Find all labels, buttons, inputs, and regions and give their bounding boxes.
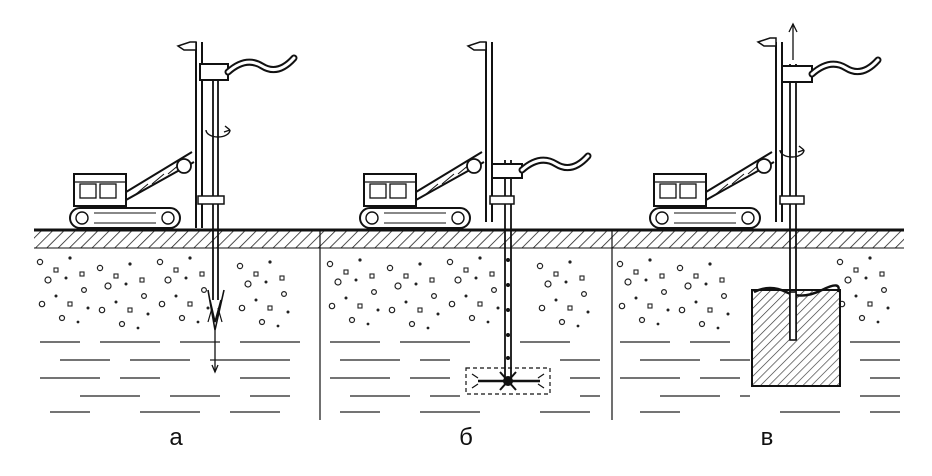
ground-surface	[34, 228, 904, 249]
crawler-base-a	[69, 151, 195, 229]
panel-a	[69, 41, 294, 374]
panel-label-b: б	[459, 424, 473, 451]
panel-label-a: а	[169, 424, 183, 451]
panel-c	[649, 22, 878, 387]
panel-b	[359, 41, 588, 395]
panel-dividers	[319, 230, 613, 420]
crawler-base-c	[649, 151, 775, 229]
crawler-base-b	[359, 151, 485, 229]
panel-label-c: в	[760, 424, 774, 451]
water-layer	[40, 341, 900, 413]
